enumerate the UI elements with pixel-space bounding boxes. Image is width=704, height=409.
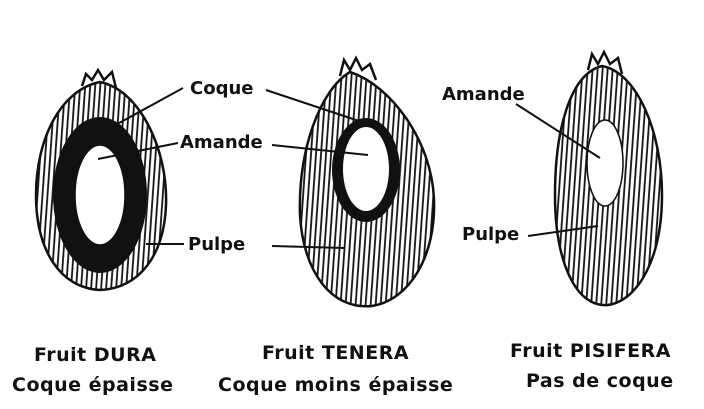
caption-dura-name: Fruit DURA [34,344,156,366]
caption-dura-shell: Coque épaisse [12,374,173,396]
fruit-pisifera [555,52,662,305]
label-pulpe-center: Pulpe [188,234,245,255]
caption-pisifera-name: Fruit PISIFERA [510,340,671,362]
caption-tenera-name: Fruit TENERA [262,342,409,364]
label-pulpe-pisifera: Pulpe [462,224,519,245]
caption-pisifera-shell: Pas de coque [526,370,674,392]
label-amande-pisifera: Amande [442,84,525,105]
tenera-kernel [343,127,389,211]
caption-tenera-shell: Coque moins épaisse [218,374,453,396]
label-coque: Coque [190,78,253,99]
label-amande-center: Amande [180,132,263,153]
dura-kernel [75,145,125,245]
fruit-tenera [300,58,434,306]
fruit-dura [36,70,166,290]
pisifera-kernel [587,120,623,206]
